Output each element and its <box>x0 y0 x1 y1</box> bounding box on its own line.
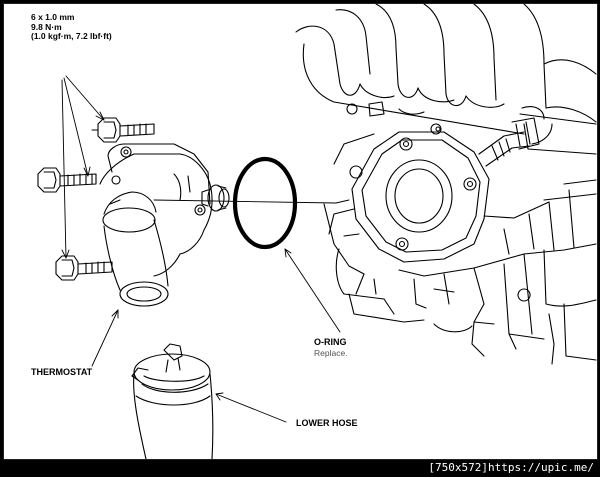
lower-hose <box>131 343 214 459</box>
lower-hose-label: LOWER HOSE <box>296 418 358 428</box>
thermostat-valve <box>201 184 230 212</box>
spec-bolt-size: 6 x 1.0 mm <box>31 12 75 22</box>
diagram-panel: 6 x 1.0 mm 9.8 N·m (1.0 kgf·m, 7.2 lbf·f… <box>3 3 598 460</box>
thermostat-label: THERMOSTAT <box>31 367 93 377</box>
spec-torque-nm: 9.8 N·m <box>31 21 62 32</box>
bolt-top <box>91 117 155 143</box>
oring-replace-note: Replace. <box>314 348 348 358</box>
thermostat-diagram <box>37 4 597 459</box>
engine-thermostat-housing <box>351 106 553 263</box>
watermark: [750x572]https://upic.me/ <box>428 461 594 474</box>
o-ring <box>232 156 298 250</box>
thermostat-cover <box>99 143 213 307</box>
bolt-middle <box>37 167 97 193</box>
torque-spec: 6 x 1.0 mm 9.8 N·m (1.0 kgf·m, 7.2 lbf·f… <box>31 12 112 42</box>
bolt-lower <box>55 255 113 281</box>
oring-label: O-RING <box>314 337 347 347</box>
engine-block <box>295 4 597 365</box>
spec-torque-alt: (1.0 kgf·m, 7.2 lbf·ft) <box>31 31 112 41</box>
leader-lines <box>61 75 350 423</box>
